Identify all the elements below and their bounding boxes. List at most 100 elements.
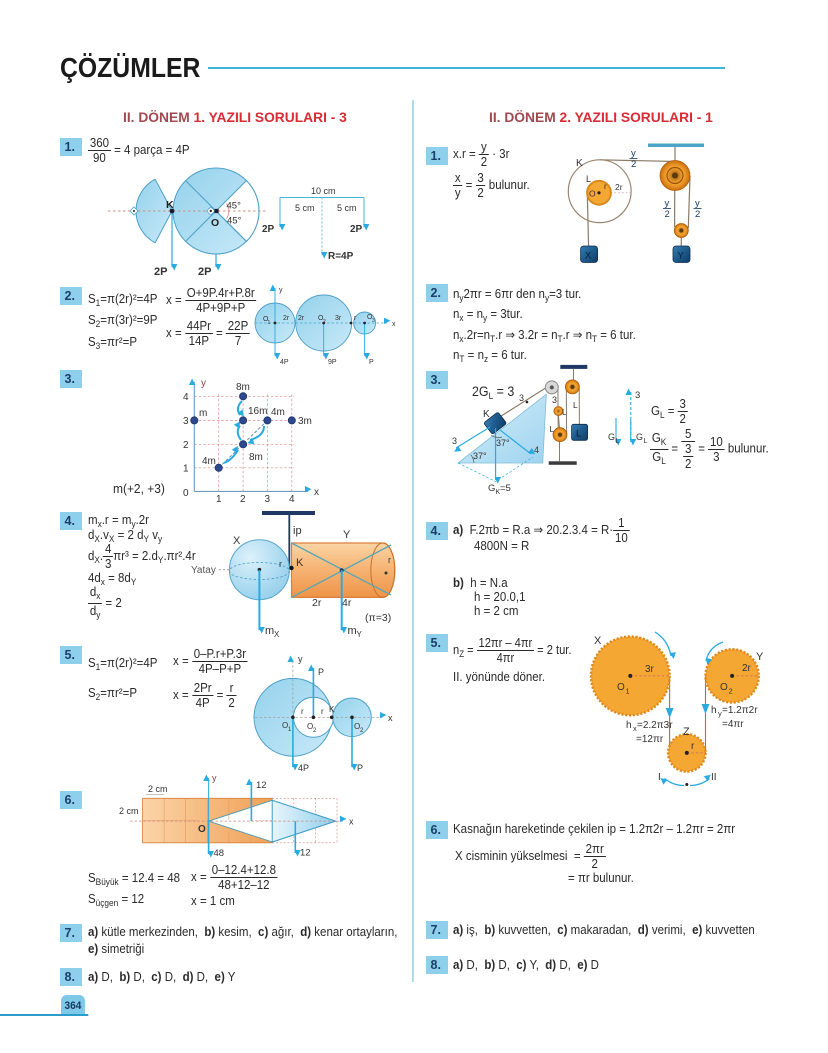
svg-text:K: K [166,199,174,211]
svg-text:2: 2 [729,687,733,696]
svg-text:Y: Y [678,251,685,262]
svg-text:m: m [265,625,274,637]
svg-text:4: 4 [183,392,189,403]
svg-text:y: y [631,148,636,159]
svg-text:m: m [348,625,357,637]
svg-text:x: x [633,724,637,733]
svg-text:45°: 45° [227,201,242,212]
svg-text:r: r [279,559,282,569]
svg-text:2: 2 [360,728,364,734]
svg-text:x: x [392,321,396,328]
svg-text:X: X [594,635,602,647]
svg-text:1: 1 [183,464,189,475]
svg-text:16m: 16m [248,406,267,417]
svg-text:2: 2 [183,440,189,451]
svg-text:2r: 2r [298,315,305,322]
svg-text:m: m [199,408,207,419]
svg-text:=12πr: =12πr [636,734,664,745]
svg-text:1: 1 [288,727,292,733]
svg-text:K: K [296,557,304,569]
svg-text:h: h [626,720,632,731]
svg-text:O: O [318,315,324,322]
svg-text:12: 12 [256,780,267,791]
svg-text:45°: 45° [227,216,242,227]
svg-text:Y: Y [756,651,764,663]
svg-text:O: O [367,314,373,321]
svg-text:r: r [321,707,324,716]
svg-text:2P: 2P [154,266,167,278]
svg-text:Z: Z [683,726,690,738]
svg-text:=1.2π2r: =1.2π2r [722,705,758,716]
svg-text:2: 2 [695,209,700,220]
svg-text:Y: Y [343,529,351,541]
svg-text:Yatay: Yatay [191,565,216,576]
svg-text:=4πr: =4πr [722,719,744,730]
svg-text:2: 2 [240,494,246,505]
svg-text:3: 3 [519,393,524,403]
svg-text:1: 1 [626,687,630,696]
svg-text:1: 1 [216,494,222,505]
svg-text:2r: 2r [283,315,290,322]
svg-text:4m: 4m [271,407,285,418]
svg-text:P: P [318,667,324,677]
svg-text:=2.2π3r: =2.2π3r [637,720,673,731]
svg-text:37°: 37° [473,451,487,461]
svg-text:R=4P: R=4P [328,251,354,262]
svg-text:L: L [586,174,591,184]
svg-text:r: r [354,315,357,322]
svg-text:2: 2 [631,159,636,170]
svg-text:2r: 2r [312,597,322,609]
svg-text:G: G [636,432,643,442]
svg-text:37°: 37° [496,438,510,448]
svg-text:r: r [691,741,695,752]
svg-text:y: y [665,198,670,209]
svg-text:P: P [357,763,363,773]
svg-text:3: 3 [372,318,375,324]
svg-text:10 cm: 10 cm [311,186,336,196]
svg-text:K: K [576,158,583,169]
svg-text:L: L [616,438,620,445]
svg-text:X: X [233,535,241,547]
svg-text:3: 3 [265,494,271,505]
svg-text:2 cm: 2 cm [148,784,168,794]
svg-text:L: L [562,407,567,417]
svg-text:O: O [198,824,206,835]
svg-text:Y: Y [357,630,363,639]
svg-text:3: 3 [183,416,189,427]
svg-text:2 cm: 2 cm [119,806,139,816]
svg-text:O: O [589,189,596,199]
svg-text:x: x [314,487,319,498]
svg-text:y: y [212,773,217,783]
svg-text:4m: 4m [202,456,216,467]
svg-text:2P: 2P [262,224,275,235]
svg-text:(π=3): (π=3) [365,612,391,624]
svg-text:2r: 2r [615,182,623,192]
svg-text:II: II [711,772,717,783]
svg-text:8m: 8m [249,452,263,463]
svg-text:5 cm: 5 cm [337,203,357,213]
svg-text:2P: 2P [350,224,363,235]
svg-text:O: O [307,722,313,731]
svg-text:9P: 9P [328,359,337,366]
svg-text:2: 2 [323,319,326,325]
svg-text:G: G [608,432,615,442]
svg-text:4P: 4P [280,359,289,366]
svg-text:L: L [644,438,648,445]
svg-text:4: 4 [289,494,295,505]
svg-text:L: L [576,429,581,440]
svg-text:O: O [211,217,219,229]
svg-text:y: y [718,709,722,718]
svg-text:3m: 3m [298,416,312,427]
svg-text:3: 3 [452,436,457,446]
svg-text:3r: 3r [645,664,655,675]
svg-text:3: 3 [635,390,640,401]
svg-text:4r: 4r [342,597,352,609]
svg-text:P: P [369,359,374,366]
svg-text:h: h [711,705,717,716]
svg-text:y: y [201,378,206,389]
svg-text:4: 4 [534,445,539,455]
svg-text:I: I [658,772,661,783]
svg-text:K: K [483,409,490,420]
svg-text:2P: 2P [198,266,211,278]
svg-text:r: r [388,555,391,565]
